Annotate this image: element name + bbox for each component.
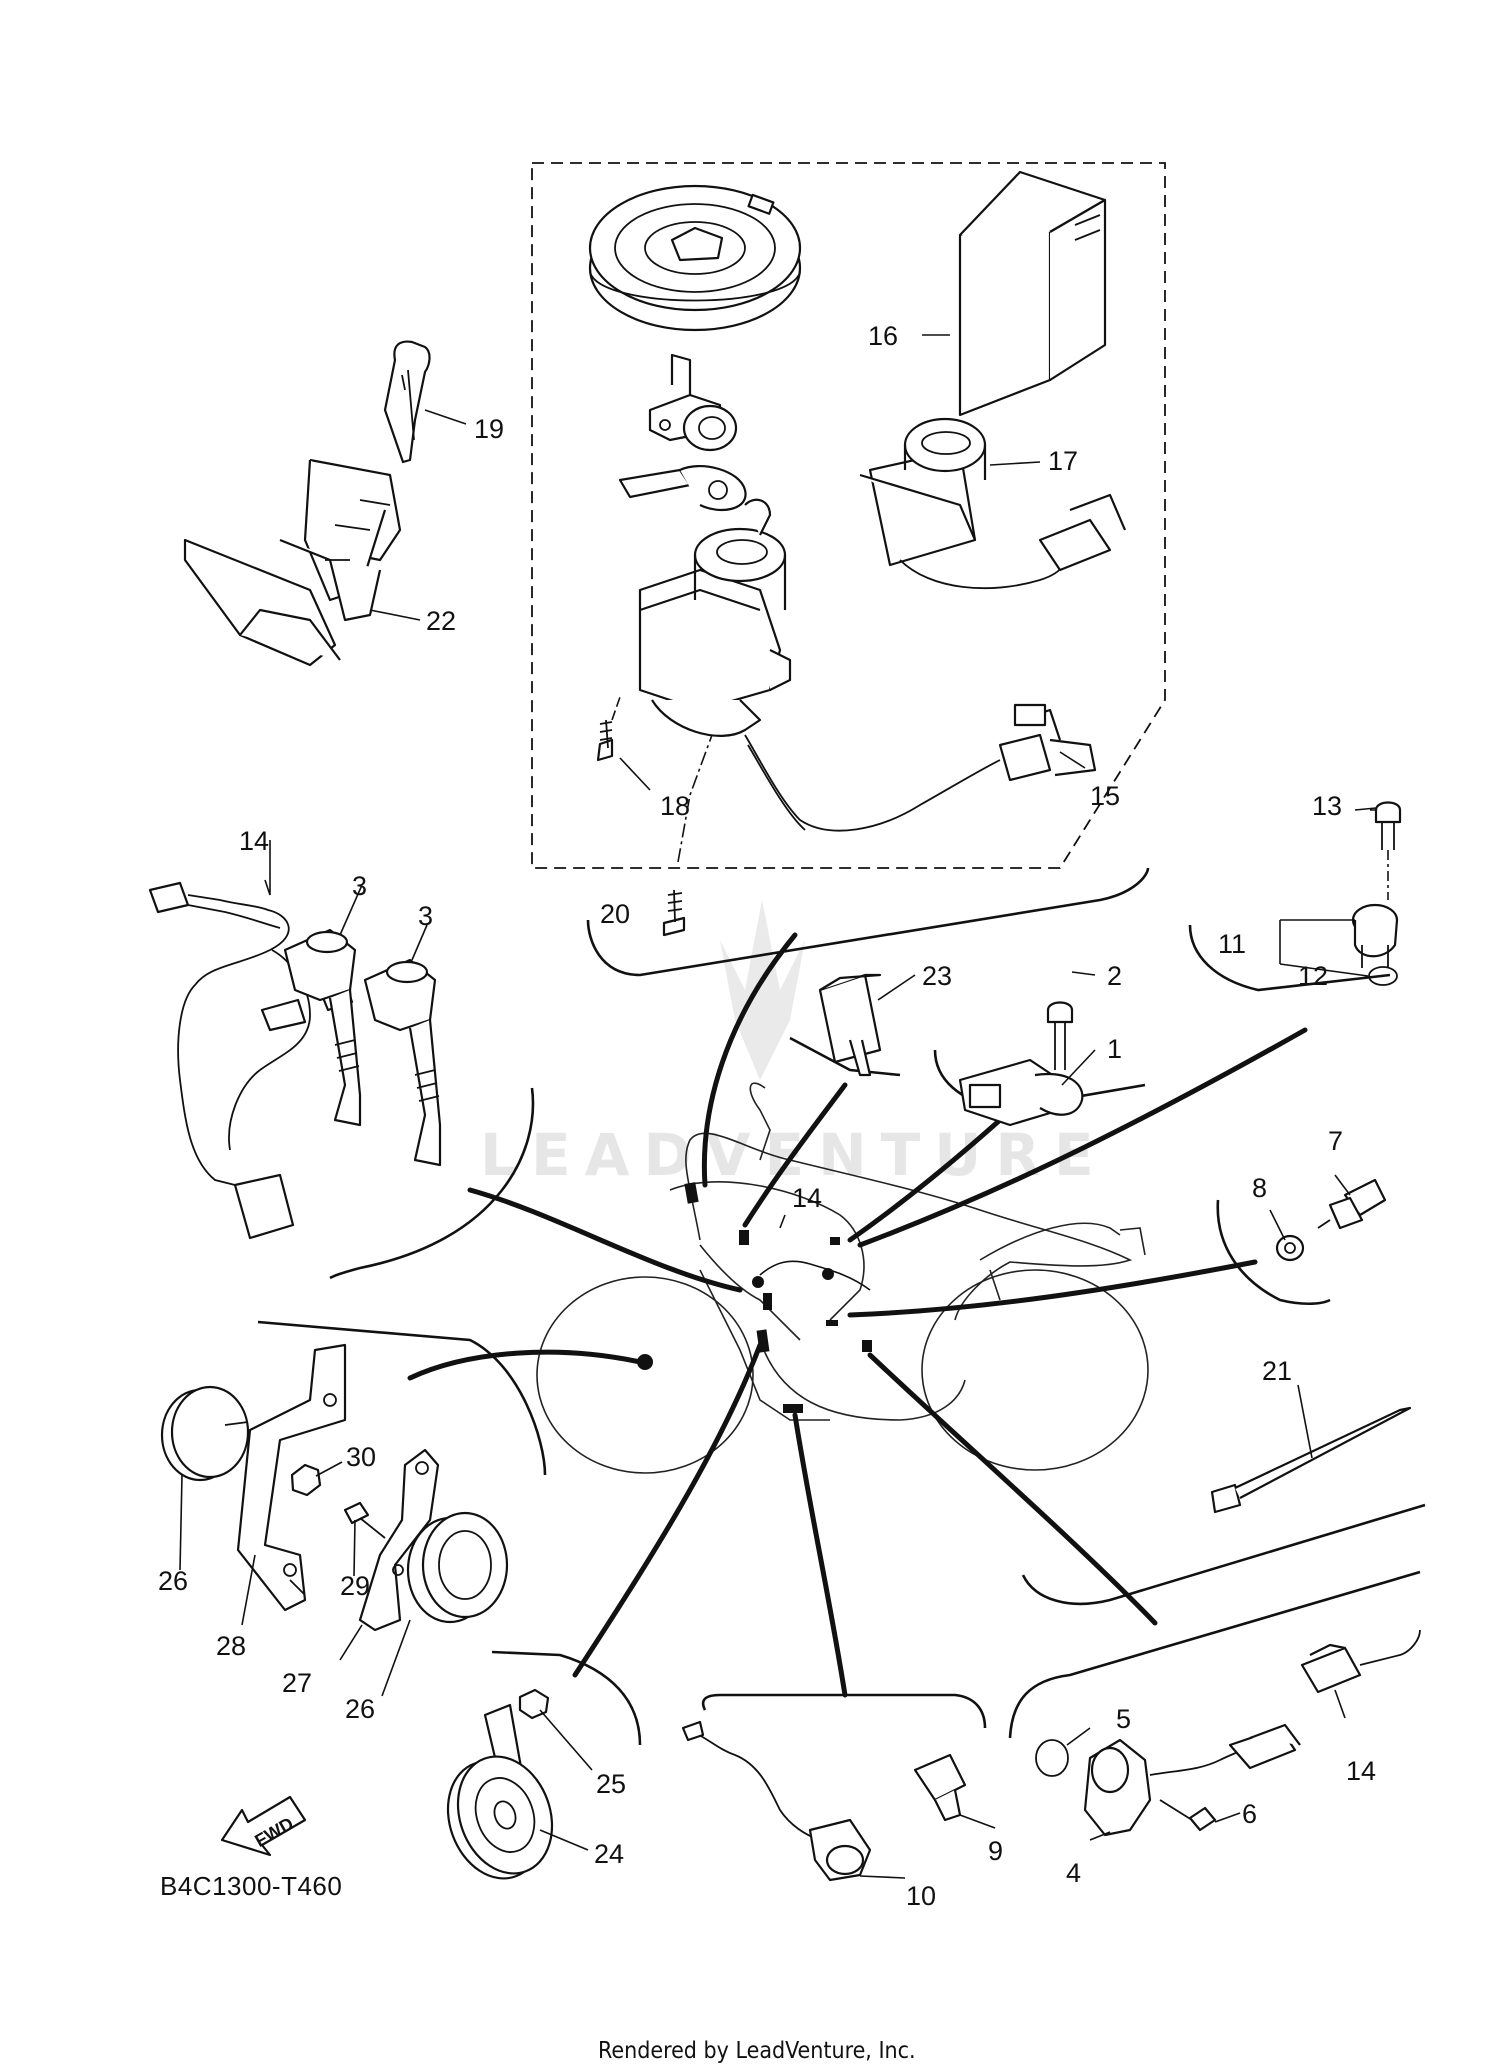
bolt-13 xyxy=(1374,801,1402,900)
bracket-27 xyxy=(358,1448,440,1632)
o-ring-5 xyxy=(1035,1739,1069,1777)
callout-26-right: 26 xyxy=(345,1694,375,1724)
motorcycle-silhouette xyxy=(536,1082,1149,1474)
washer-8 xyxy=(1275,1234,1305,1262)
fuel-tank-cap xyxy=(588,184,802,332)
horn-24 xyxy=(446,1703,554,1880)
cable-tie-21 xyxy=(1210,1406,1412,1514)
callout-14-coupler: 14 xyxy=(1346,1756,1376,1786)
sensor-1 xyxy=(958,1058,1084,1127)
o-ring-12 xyxy=(1368,966,1398,986)
bracket-28 xyxy=(236,1343,347,1612)
callout-3-first: 3 xyxy=(352,871,367,901)
key-blank xyxy=(383,340,431,464)
lock-guard-cover xyxy=(183,458,402,667)
immobilizer-unit xyxy=(859,417,1127,590)
switch-7 xyxy=(1317,1178,1387,1230)
bolt-2 xyxy=(1046,1001,1074,1070)
callout-20: 20 xyxy=(600,899,630,929)
relay-23 xyxy=(818,973,882,1077)
bolt-29 xyxy=(343,1501,386,1539)
bolt-6 xyxy=(1159,1799,1217,1832)
screw-20 xyxy=(662,889,686,937)
horn-26-left xyxy=(160,1385,250,1482)
callout-2: 2 xyxy=(1107,961,1122,991)
main-switch-assembly xyxy=(618,465,1097,832)
render-credit: Rendered by LeadVenture, Inc. xyxy=(598,2038,916,2064)
callout-3-second: 3 xyxy=(418,901,433,931)
sensor-10 xyxy=(681,1720,872,1882)
callout-14-harness: 14 xyxy=(239,826,269,856)
leadventure-watermark: LEADVENTURE xyxy=(480,900,1108,1189)
callout-21: 21 xyxy=(1262,1356,1292,1386)
seat-lock xyxy=(648,353,738,452)
callout-8: 8 xyxy=(1252,1173,1267,1203)
callout-28: 28 xyxy=(216,1631,246,1661)
group-leader-lines xyxy=(407,932,1308,1698)
callout-4: 4 xyxy=(1066,1858,1081,1888)
callout-19: 19 xyxy=(474,414,504,444)
watermark-text: LEADVENTURE xyxy=(480,1121,1108,1189)
horn-26-right xyxy=(406,1511,509,1624)
callout-27: 27 xyxy=(282,1668,312,1698)
callout-25: 25 xyxy=(596,1769,626,1799)
nut-30 xyxy=(290,1463,322,1497)
callout-17: 17 xyxy=(1048,446,1078,476)
diagram-code: B4C1300-T460 xyxy=(160,1871,342,1901)
callout-7: 7 xyxy=(1328,1126,1343,1156)
screw-18 xyxy=(596,719,614,762)
callout-16: 16 xyxy=(868,321,898,351)
callout-numbers: 16 17 19 22 18 15 13 11 12 20 2 1 23 14 … xyxy=(158,321,1376,1911)
ecu-unit xyxy=(958,170,1107,417)
callout-9: 9 xyxy=(988,1836,1003,1866)
callout-23: 23 xyxy=(922,961,952,991)
callout-10: 10 xyxy=(906,1881,936,1911)
switch-9 xyxy=(913,1753,967,1822)
forward-arrow-icon: FWD xyxy=(220,1795,307,1857)
callout-5: 5 xyxy=(1116,1704,1131,1734)
callout-12: 12 xyxy=(1298,961,1328,991)
speed-sensor-4 xyxy=(1083,1723,1301,1837)
callout-13: 13 xyxy=(1312,791,1342,821)
ignition-coil-1 xyxy=(283,928,362,1127)
callout-30: 30 xyxy=(346,1442,376,1472)
callout-15: 15 xyxy=(1090,781,1120,811)
callout-29: 29 xyxy=(340,1571,370,1601)
callout-24: 24 xyxy=(594,1839,624,1869)
callout-26-left: 26 xyxy=(158,1566,188,1596)
callout-14-center: 14 xyxy=(792,1183,822,1213)
ignition-coil-2 xyxy=(363,958,442,1167)
callout-6: 6 xyxy=(1242,1799,1257,1829)
callout-11: 11 xyxy=(1218,929,1246,959)
group-bracket-curves xyxy=(257,867,1426,1746)
callout-18: 18 xyxy=(660,791,690,821)
sensor-11 xyxy=(1351,903,1399,968)
wire-coupler-14 xyxy=(1300,1629,1421,1694)
callout-1: 1 xyxy=(1107,1034,1122,1064)
callout-leaders xyxy=(179,334,1377,1879)
callout-22: 22 xyxy=(426,606,456,636)
